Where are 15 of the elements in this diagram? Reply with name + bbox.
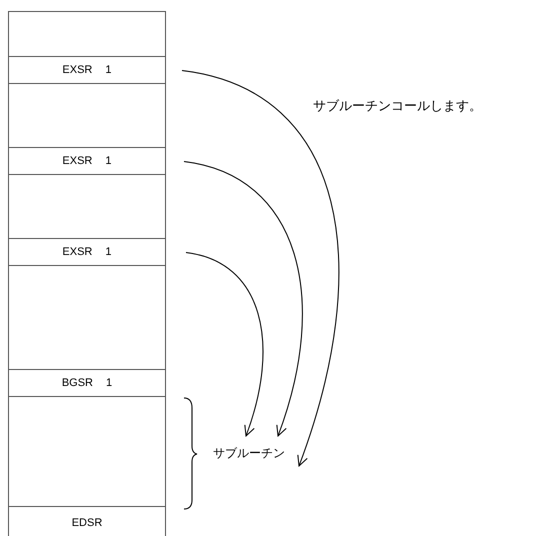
curved-arrow	[186, 252, 264, 436]
curved-arrow	[184, 161, 303, 436]
program-row	[8, 83, 166, 148]
note-text: サブルーチンコールします。	[313, 97, 482, 115]
instruction-row: BGSR 1	[8, 369, 166, 397]
instruction-row: EXSR 1	[8, 238, 166, 266]
instruction-row: EDSR	[8, 506, 166, 536]
program-row	[8, 174, 166, 239]
instruction-row: EXSR 1	[8, 56, 166, 84]
curved-arrow	[182, 70, 340, 466]
program-row	[8, 11, 166, 57]
program-row	[8, 265, 166, 370]
subroutine-label: サブルーチン	[205, 436, 293, 470]
program-row	[8, 396, 166, 507]
instruction-row: EXSR 1	[8, 147, 166, 175]
